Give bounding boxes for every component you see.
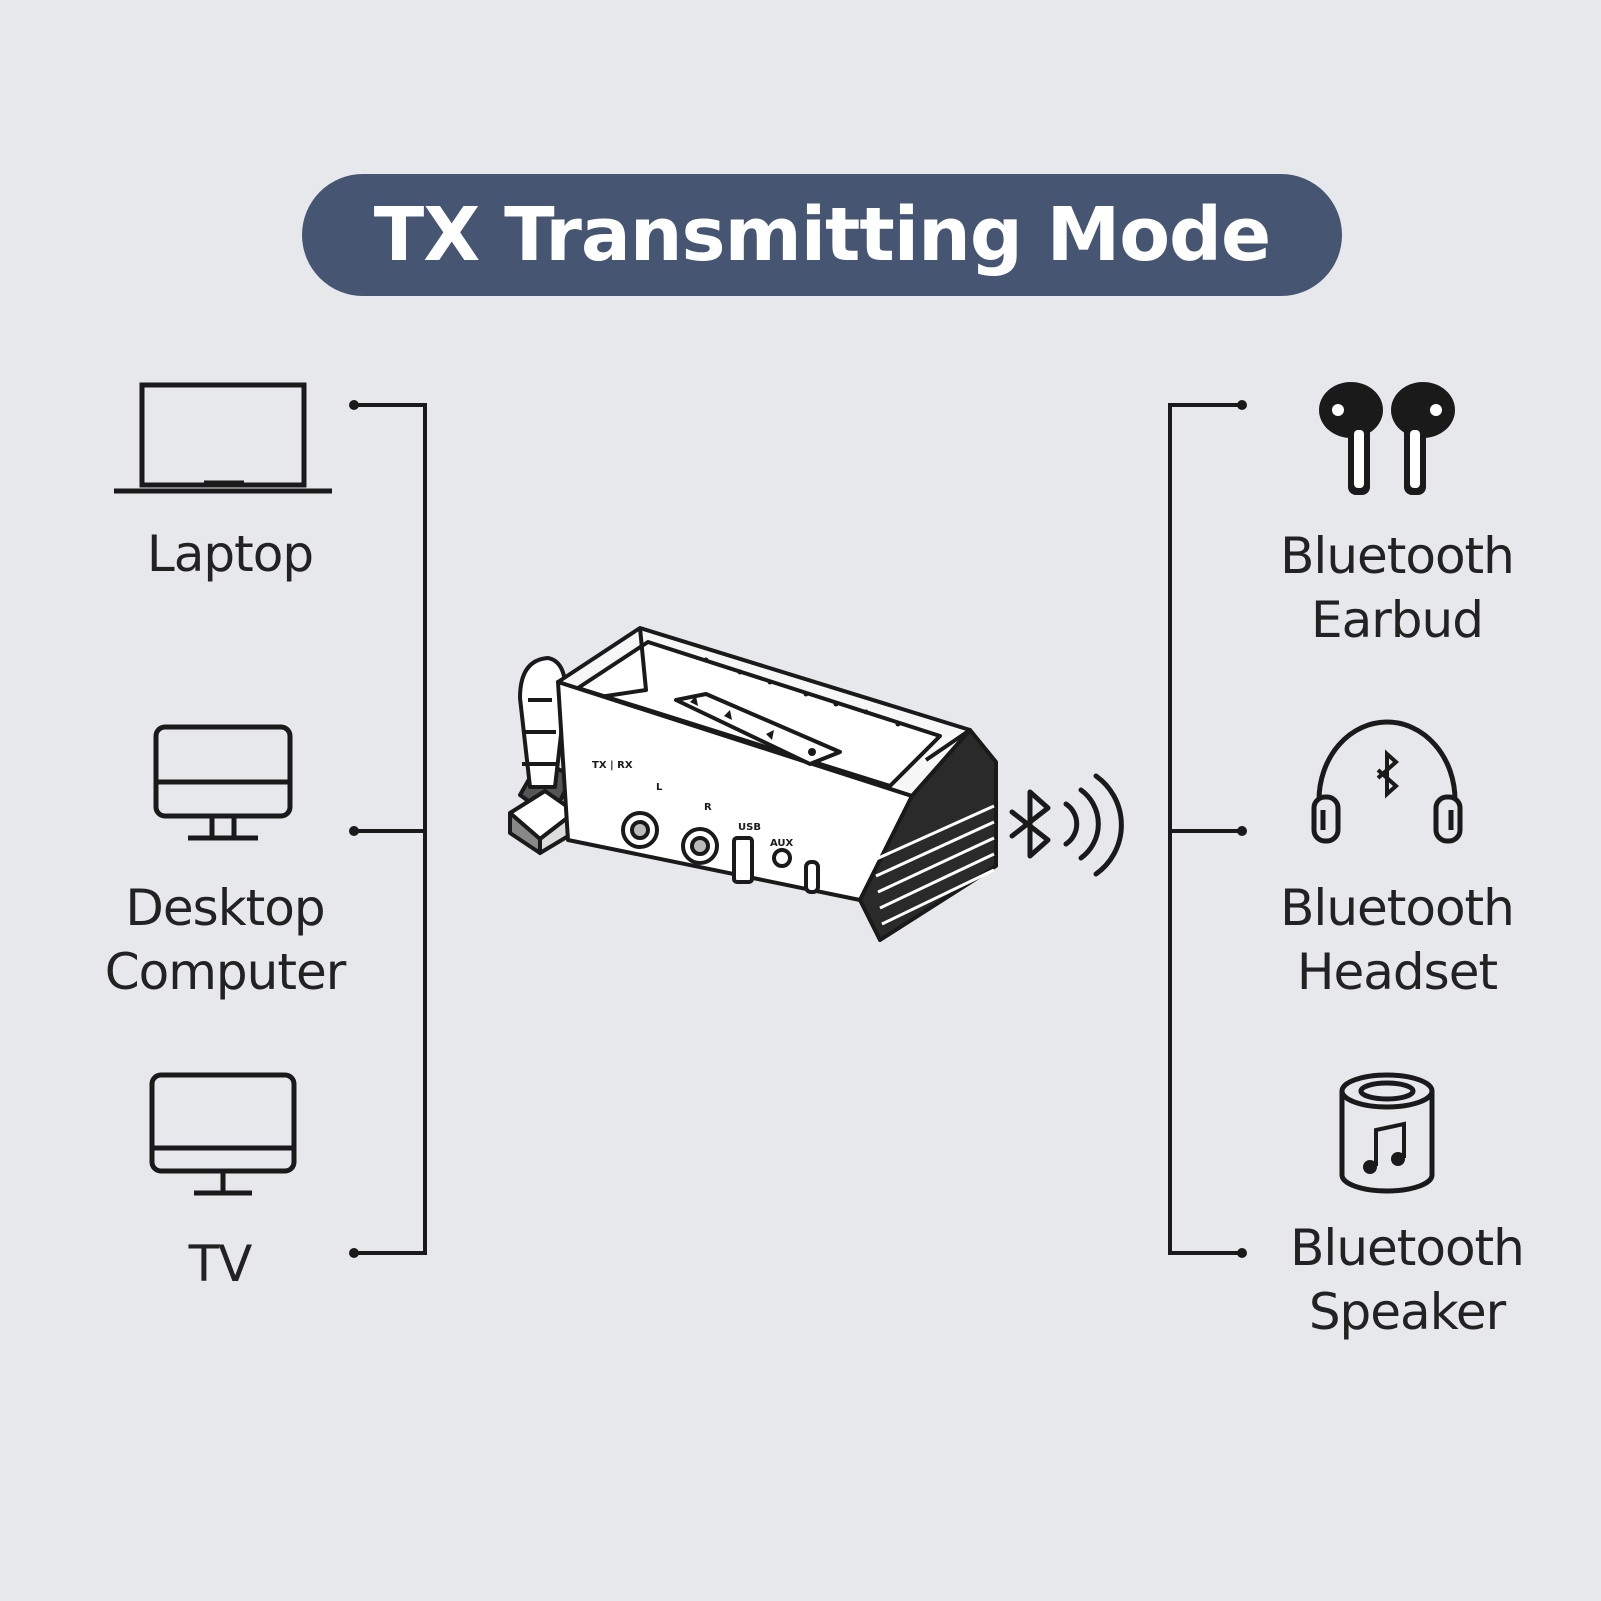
port-label-usb: USB: [738, 822, 761, 833]
port-label-r: R: [704, 802, 712, 813]
output-label-earbud: Bluetooth Earbud: [1280, 527, 1515, 649]
port-label-tx-rx: TX | RX: [592, 760, 633, 771]
source-label-tv: TV: [188, 1235, 253, 1293]
source-label-laptop: Laptop: [146, 525, 314, 583]
source-label-desktop: Desktop Computer: [104, 879, 347, 1001]
port-label-aux: AUX: [770, 838, 794, 849]
output-label-headset: Bluetooth Headset: [1280, 879, 1515, 1001]
antenna-icon: [508, 656, 577, 855]
output-label-speaker: Bluetooth Speaker: [1290, 1219, 1525, 1341]
port-label-l: L: [656, 782, 663, 793]
page-title: TX Transmitting Mode: [373, 192, 1271, 278]
title-banner: TX Transmitting Mode: [302, 174, 1342, 296]
